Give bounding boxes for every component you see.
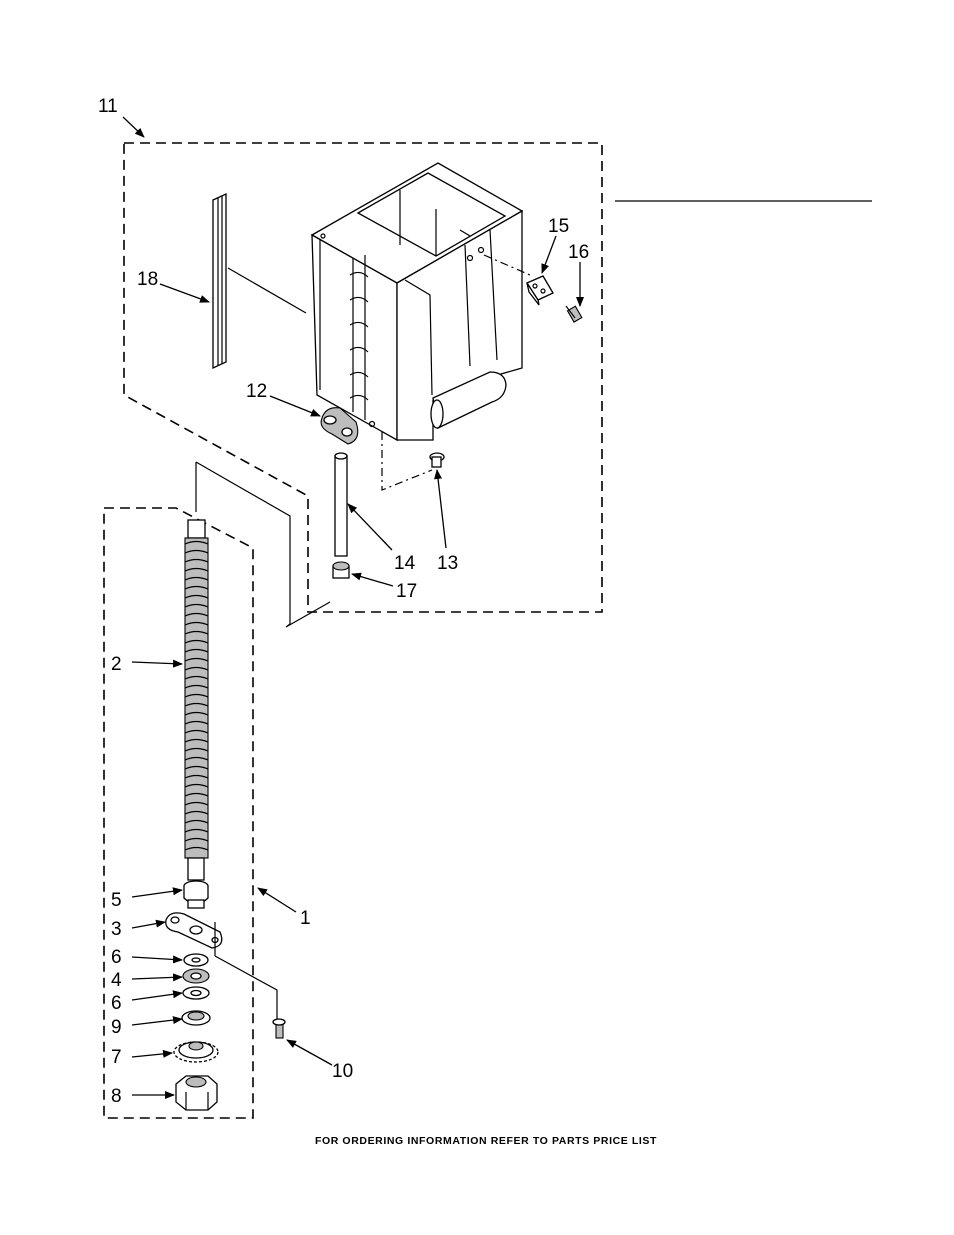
callout-14: 14	[394, 553, 416, 574]
sprocket-part	[173, 1041, 219, 1063]
leader-14	[347, 503, 393, 551]
leader-6b	[131, 990, 183, 1001]
leader-18	[159, 283, 210, 303]
bracket-part	[526, 275, 554, 306]
callout-2: 2	[111, 654, 122, 675]
ordering-info-footer: FOR ORDERING INFORMATION REFER TO PARTS …	[315, 1135, 657, 1147]
callout-8: 8	[111, 1086, 122, 1107]
washer-part-upper	[183, 953, 209, 967]
leader-11	[122, 116, 145, 138]
callout-11: 11	[98, 96, 118, 117]
bracket-guide-line	[483, 254, 531, 276]
leader-3	[131, 919, 166, 929]
leader-9	[131, 1016, 183, 1026]
auger-part	[184, 519, 209, 881]
leader-17	[351, 572, 394, 587]
assembly-1-boundary	[103, 507, 254, 1119]
callout-15: 15	[548, 216, 569, 237]
screw-part-13	[429, 452, 445, 468]
bearing-part	[320, 407, 359, 445]
callout-6b: 6	[111, 993, 122, 1014]
leader-12	[269, 395, 321, 417]
gasket-strip-part	[212, 192, 307, 370]
leader-5	[131, 887, 183, 898]
nut-part	[175, 1075, 218, 1111]
callout-18: 18	[137, 269, 158, 290]
callout-7: 7	[111, 1047, 122, 1068]
callout-4: 4	[111, 970, 122, 991]
mounting-plate-part	[165, 912, 278, 1020]
leader-15	[541, 235, 557, 274]
callout-3: 3	[111, 919, 122, 940]
leader-7	[131, 1049, 173, 1058]
callout-17: 17	[396, 581, 417, 602]
callout-12: 12	[246, 381, 267, 402]
leader-13	[434, 469, 447, 549]
leader-2	[131, 659, 183, 668]
bushing-part	[332, 561, 350, 579]
ice-bucket-housing	[310, 162, 524, 442]
callout-9: 9	[111, 1017, 122, 1038]
coupler-part	[183, 880, 209, 909]
washer-part-lower	[182, 986, 210, 1000]
leader-1	[257, 887, 297, 913]
assembly-11-boundary	[123, 142, 603, 613]
callout-13: 13	[437, 553, 458, 574]
callout-5: 5	[111, 890, 122, 911]
bearing-part-4	[182, 968, 210, 984]
shaft-part	[334, 452, 348, 557]
callout-1: 1	[300, 908, 311, 929]
leader-4	[131, 973, 183, 982]
leader-6a	[131, 955, 183, 964]
screw-part-16	[565, 305, 583, 323]
screw-part-10	[272, 1018, 286, 1039]
spacer-part	[181, 1010, 211, 1026]
callout-16: 16	[568, 242, 589, 263]
assembly-guide-line	[381, 432, 433, 491]
connector-line	[195, 461, 331, 628]
leader-10	[286, 1039, 333, 1066]
callout-6a: 6	[111, 947, 122, 968]
callout-10: 10	[332, 1061, 353, 1082]
